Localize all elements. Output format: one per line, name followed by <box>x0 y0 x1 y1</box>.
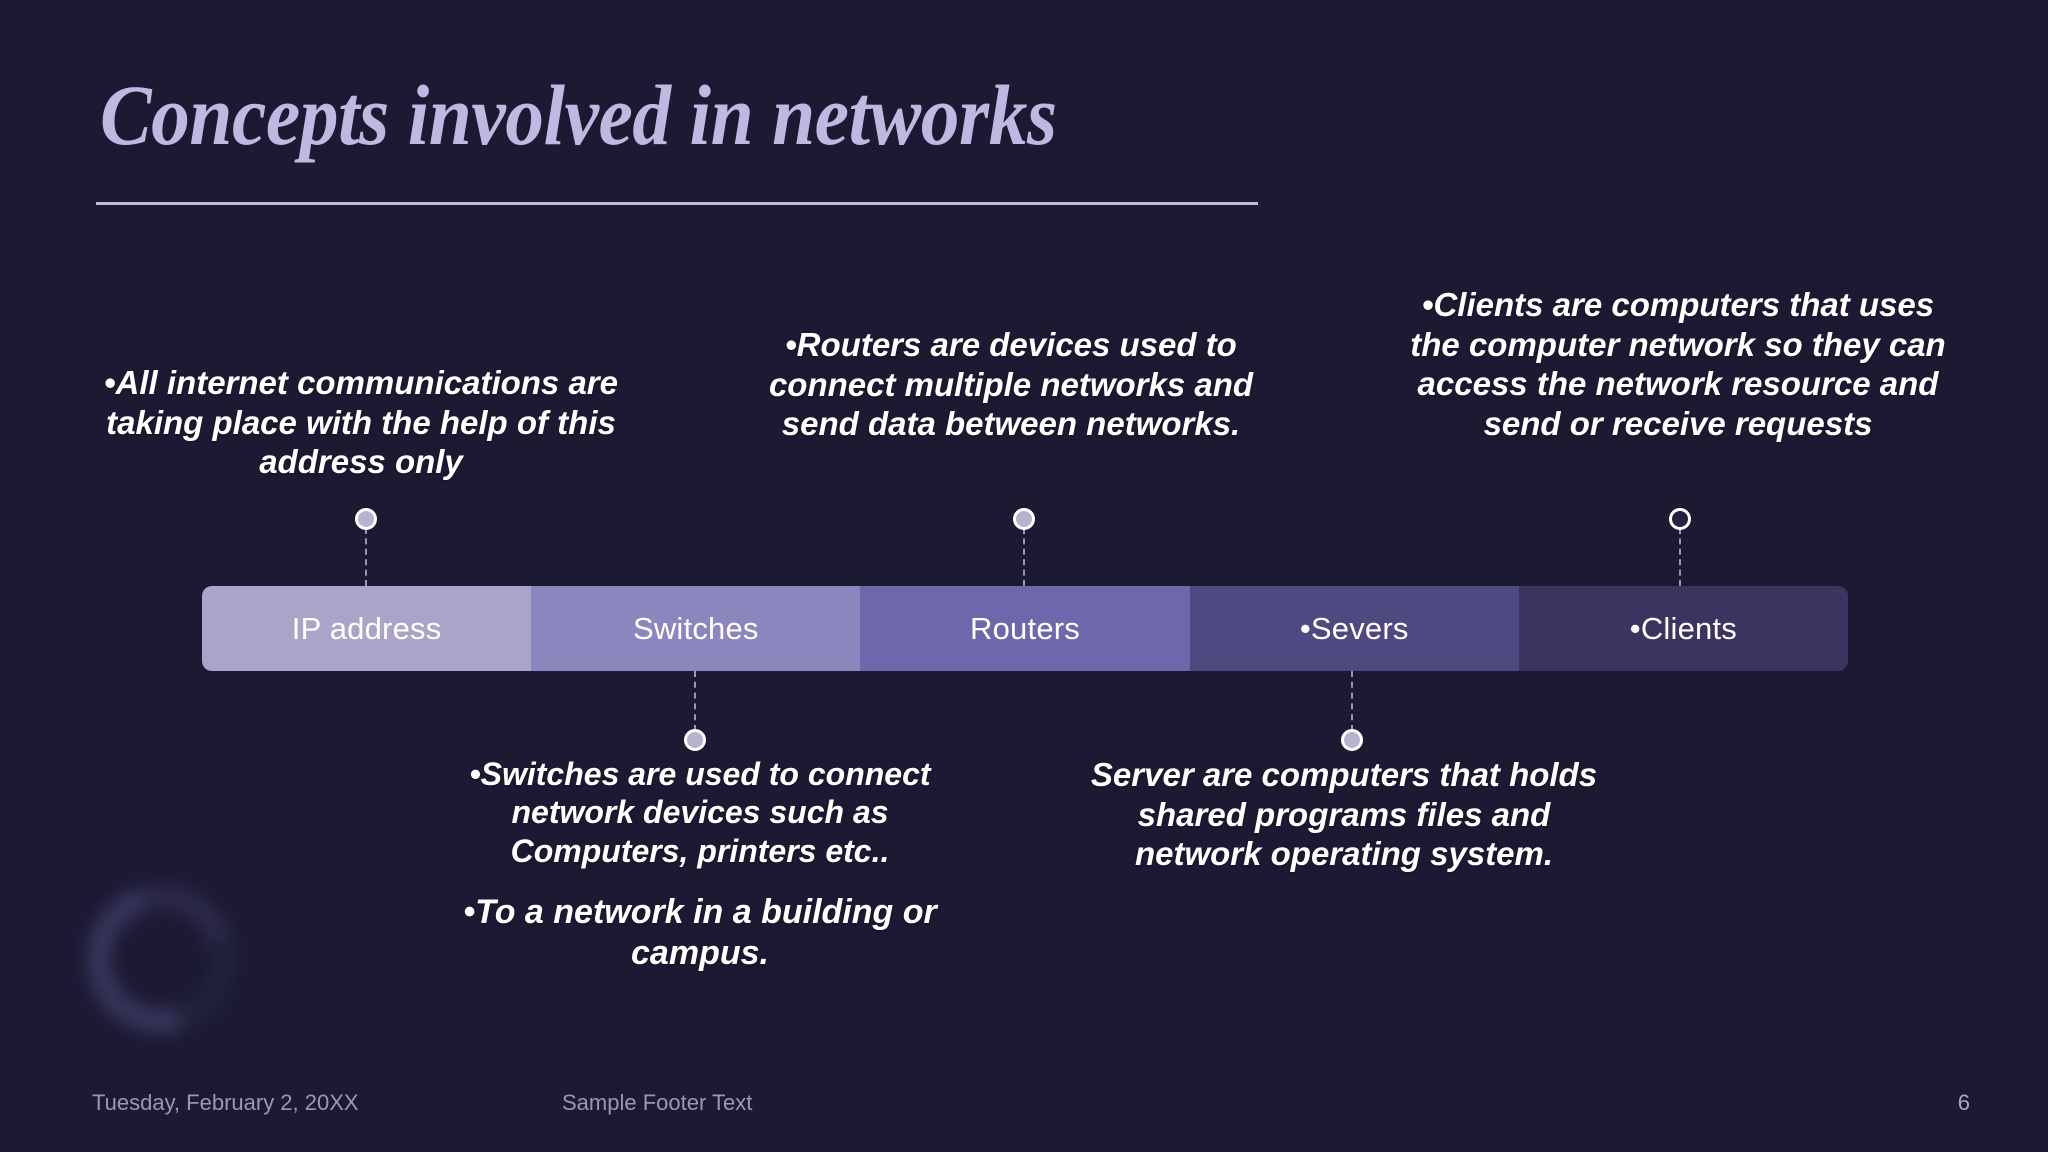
callout-server: Server are computers that holds shared p… <box>1084 755 1604 874</box>
callout-switches-text-1: •Switches are used to connect network de… <box>469 756 931 869</box>
process-step-clients[interactable]: •Clients <box>1518 586 1849 671</box>
title-underline-divider <box>96 202 1258 205</box>
callout-ip-address-text: •All internet communications are taking … <box>104 364 618 481</box>
page-title-container: Concepts involved in networks <box>100 67 1400 163</box>
footer-page-number: 6 <box>1957 1090 1970 1115</box>
connector-line <box>694 671 696 731</box>
connector-dot <box>1013 508 1035 530</box>
connector-line <box>1351 671 1353 731</box>
callout-server-text: Server are computers that holds shared p… <box>1090 756 1598 873</box>
page-title: Concepts involved in networks <box>100 67 1057 163</box>
connector-ip-address <box>354 508 378 586</box>
process-bar: IP address Switches Routers •Severs •Cli… <box>202 586 1849 671</box>
callout-clients: •Clients are computers that uses the com… <box>1408 285 1948 443</box>
connector-clients <box>1668 508 1692 586</box>
process-step-ip-address[interactable]: IP address <box>202 586 532 671</box>
connector-switches <box>683 671 707 751</box>
connector-dot <box>1341 729 1363 751</box>
callout-routers: •Routers are devices used to connect mul… <box>728 325 1294 444</box>
decorative-crescent-shape <box>59 857 263 1061</box>
footer-date: Tuesday, February 2, 20XX <box>92 1090 359 1115</box>
process-step-switches[interactable]: Switches <box>531 586 861 671</box>
process-step-severs[interactable]: •Severs <box>1189 586 1519 671</box>
callout-routers-text: •Routers are devices used to connect mul… <box>768 326 1254 443</box>
process-step-routers[interactable]: Routers <box>860 586 1190 671</box>
callout-switches: •Switches are used to connect network de… <box>420 755 980 974</box>
callout-clients-text: •Clients are computers that uses the com… <box>1410 286 1946 442</box>
connector-dot <box>684 729 706 751</box>
connector-routers <box>1012 508 1036 586</box>
callout-switches-text-2: •To a network in a building or campus. <box>463 893 937 972</box>
connector-line <box>1679 528 1681 586</box>
callout-ip-address: •All internet communications are taking … <box>78 363 644 482</box>
connector-dot <box>355 508 377 530</box>
footer-text: Sample Footer Text <box>562 1090 753 1115</box>
connector-server <box>1340 671 1364 751</box>
connector-line <box>1023 528 1025 586</box>
connector-line <box>365 528 367 586</box>
connector-dot <box>1669 508 1691 530</box>
